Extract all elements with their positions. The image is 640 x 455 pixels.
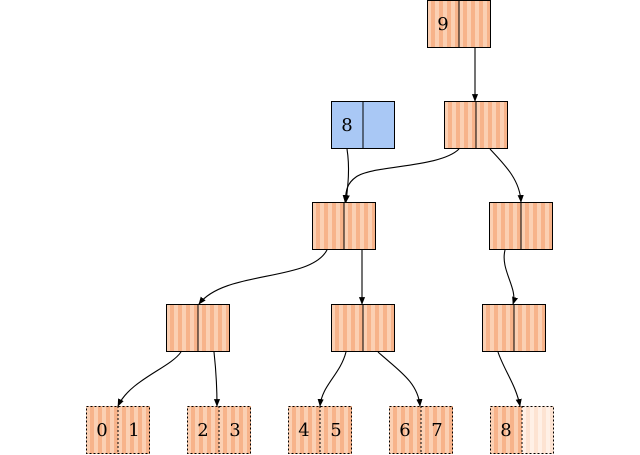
internal-node-root: 9 — [427, 0, 491, 48]
leaf-node-leaf8: 8 — [490, 406, 554, 454]
edge-n5-to-leaf67 — [377, 351, 423, 407]
node-left-half — [389, 406, 421, 454]
node-right-value: 7 — [431, 420, 442, 441]
edge-n3-to-n6 — [503, 249, 518, 305]
edge-n6-to-leaf8 — [497, 351, 522, 407]
node-left-half — [490, 406, 522, 454]
node-right-half — [514, 304, 546, 352]
node-right-half — [521, 202, 553, 250]
node-right-half — [118, 406, 150, 454]
node-right-half — [344, 202, 376, 250]
internal-node-n4 — [166, 304, 230, 352]
node-left-half — [427, 0, 459, 48]
node-left-half — [187, 406, 219, 454]
node-right-half — [476, 101, 508, 149]
node-left-half — [331, 101, 363, 149]
node-frame — [187, 406, 251, 454]
internal-node-n2 — [312, 202, 376, 250]
node-left-value: 0 — [96, 420, 107, 441]
node-frame — [288, 406, 352, 454]
edge-n1-to-n2 — [342, 148, 460, 203]
edge-n2-to-n4 — [198, 249, 328, 305]
node-right-value: 5 — [330, 420, 341, 441]
node-right-half — [219, 406, 251, 454]
node-left-half — [312, 202, 344, 250]
edge-n4-to-leaf01 — [117, 351, 182, 407]
node-right-half — [459, 0, 491, 48]
edge-new8-to-n2 — [343, 148, 350, 203]
node-left-value: 8 — [500, 420, 511, 441]
node-right-half — [522, 406, 554, 454]
internal-node-n6 — [482, 304, 546, 352]
node-left-half — [444, 101, 476, 149]
node-frame — [389, 406, 453, 454]
internal-node-n1 — [444, 101, 508, 149]
node-right-value: 3 — [229, 420, 240, 441]
node-left-half — [166, 304, 198, 352]
internal-node-n5 — [331, 304, 395, 352]
edges-layer — [117, 48, 524, 407]
node-frame — [490, 406, 554, 454]
node-left-half — [86, 406, 118, 454]
node-left-half — [489, 202, 521, 250]
internal-node-n3 — [489, 202, 553, 250]
node-left-value: 4 — [298, 420, 309, 441]
node-frame — [86, 406, 150, 454]
edge-n4-to-leaf23 — [213, 351, 221, 407]
node-right-value: 1 — [128, 420, 139, 441]
new-node-new8: 8 — [331, 101, 395, 149]
node-left-half — [482, 304, 514, 352]
node-left-half — [288, 406, 320, 454]
node-right-half — [198, 304, 230, 352]
node-left-value: 6 — [399, 420, 410, 441]
edge-n5-to-leaf45 — [317, 351, 347, 407]
edge-n1-to-n3 — [489, 148, 524, 203]
node-left-value: 2 — [197, 420, 208, 441]
node-right-half — [421, 406, 453, 454]
node-right-half — [320, 406, 352, 454]
node-right-half — [363, 101, 395, 149]
node-right-half — [363, 304, 395, 352]
node-left-half — [331, 304, 363, 352]
node-left-value: 8 — [341, 115, 352, 136]
node-left-value: 9 — [437, 14, 448, 35]
